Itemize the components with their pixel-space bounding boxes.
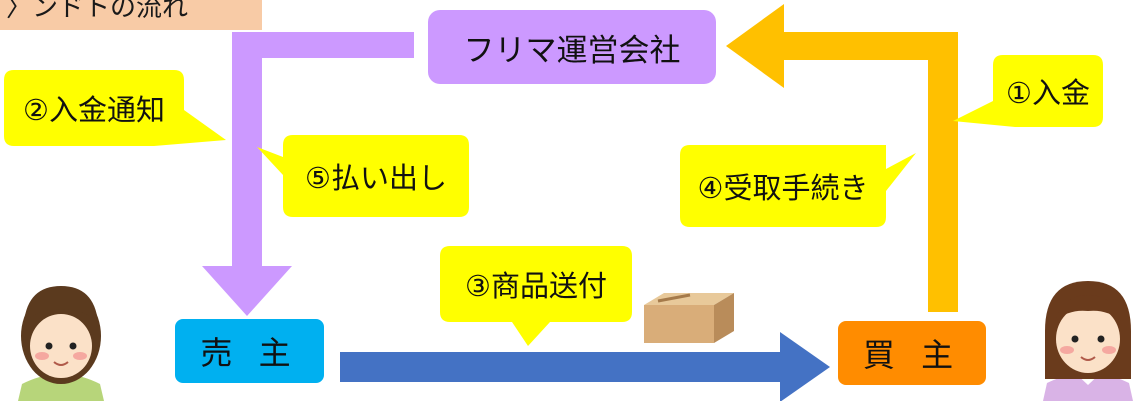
step4-label: ④受取手続き	[697, 171, 869, 205]
step1-label: ①入金	[1006, 76, 1090, 110]
step5-label: ⑤払い出し	[305, 161, 447, 195]
node-flea-market-company: フリマ運営会社	[428, 10, 716, 84]
arrow-seller-to-buyer	[340, 332, 830, 401]
arrow-buyer-to-company	[726, 4, 958, 312]
node-seller: 売 主	[175, 319, 324, 383]
step2-label: ②入金通知	[23, 93, 165, 127]
package-box-icon	[644, 293, 734, 343]
step3-label: ③商品送付	[465, 269, 607, 303]
seller-avatar-icon	[18, 286, 104, 401]
diagram-title: 〉ンドトの流れ	[0, 0, 262, 30]
node-buyer: 買 主	[838, 321, 986, 385]
arrow-company-to-seller	[202, 32, 414, 316]
buyer-avatar-icon	[1043, 281, 1133, 401]
